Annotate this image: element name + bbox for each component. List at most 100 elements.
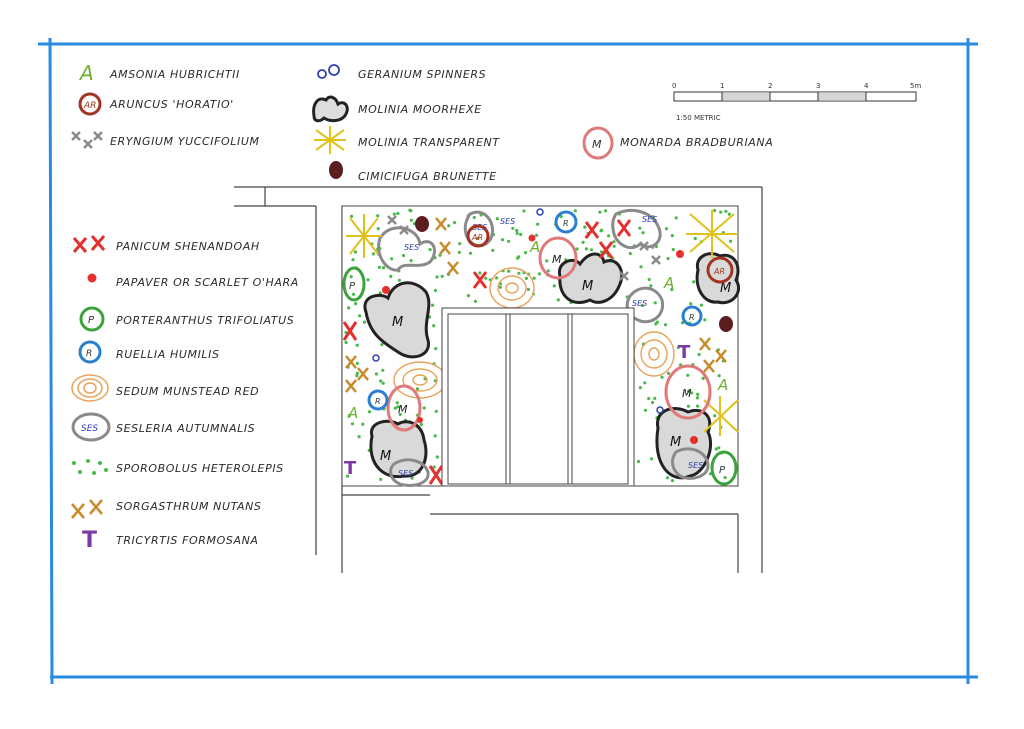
sporobolus-dot <box>664 227 669 231</box>
sporobolus-dot <box>466 294 471 298</box>
sporobolus-dot <box>670 479 675 483</box>
sporobolus-dot <box>484 276 488 280</box>
sporobolus-dot <box>524 276 529 280</box>
sporobolus-dot <box>729 239 733 243</box>
sporobolus-dot <box>472 215 476 220</box>
sporobolus-dot <box>434 409 438 413</box>
sheet-frame <box>38 37 978 685</box>
tricyrtis-plants: TT <box>344 342 691 479</box>
scale-bar: 0 1 2 3 4 5m 1:50 METRIC <box>672 82 921 122</box>
sporobolus-dot <box>422 406 426 410</box>
sporobolus-dot <box>515 231 519 235</box>
sporobolus-dot <box>714 447 718 451</box>
sporobolus-dot <box>660 375 664 379</box>
sporobolus-dot <box>647 396 651 401</box>
sporobolus-dot <box>353 250 358 254</box>
sporobolus-dot <box>546 269 550 273</box>
svg-text:SES: SES <box>642 215 657 224</box>
sporobolus-dot <box>639 265 643 269</box>
sporobolus-dot <box>713 414 717 418</box>
sporobolus-dot <box>347 306 351 310</box>
svg-text:P: P <box>88 315 95 326</box>
sporobolus-dot <box>653 301 657 305</box>
sporobolus-dot <box>517 271 521 275</box>
sporobolus-dot <box>604 209 608 213</box>
sporobolus-dot <box>686 404 691 408</box>
sporobolus-dot <box>724 209 728 213</box>
papaver-plants <box>382 234 698 444</box>
legend-amsonia: AMSONIA HUBRICHTII <box>109 68 240 81</box>
monarda-plants: M M M <box>386 236 712 432</box>
sporobolus-dot <box>371 252 375 256</box>
sporobolus-dot <box>556 298 560 302</box>
monarda-symbol-icon: M <box>582 126 614 160</box>
sorghastrum-plants <box>345 217 727 393</box>
sporobolus-dot <box>607 234 611 238</box>
sporobolus-dot <box>584 247 589 251</box>
svg-text:M: M <box>592 138 602 151</box>
sporobolus-dot <box>389 274 393 278</box>
svg-text:AR: AR <box>713 267 725 276</box>
legend-tricyrtis: TRICYRTIS FORMOSANA <box>116 534 259 547</box>
sporobolus-dot <box>473 299 477 303</box>
ruellia-plants <box>367 210 703 411</box>
sporobolus-dot <box>552 284 556 288</box>
sporobolus-dot <box>349 214 354 218</box>
sporobolus-dot <box>641 231 645 235</box>
aruncus-plants: AR AR <box>466 224 734 284</box>
sporobolus-symbol-icon <box>72 459 108 475</box>
sporobolus-dot <box>478 271 482 275</box>
molinia-moorhexe-symbol-icon <box>312 95 349 123</box>
sporobolus-dot <box>589 248 594 252</box>
aruncus-symbol-icon: AR <box>78 92 102 116</box>
sporobolus-dot <box>643 408 648 412</box>
molinia-moorhexe-labels: MM MMM <box>380 279 731 464</box>
sporobolus-dot <box>689 302 693 306</box>
sporobolus-dot <box>671 248 675 252</box>
scale-tick-5: 5m <box>910 82 921 90</box>
svg-text:M: M <box>398 403 408 416</box>
sporobolus-dot <box>666 371 671 375</box>
sporobolus-dot <box>355 361 359 365</box>
sporobolus-dot <box>636 459 641 464</box>
sporobolus-dot <box>536 222 540 226</box>
svg-text:SES: SES <box>81 424 98 434</box>
sporobolus-dot <box>398 412 402 417</box>
sporobolus-dot <box>699 303 704 307</box>
sporobolus-dot <box>516 256 520 260</box>
cimicifuga-symbol-icon <box>329 161 343 179</box>
sporobolus-dot <box>432 465 436 469</box>
sporobolus-dot <box>367 410 372 414</box>
sporobolus-dot <box>663 323 668 327</box>
sporobolus-dot <box>727 212 731 216</box>
sporobolus-dot <box>347 414 351 418</box>
scale-tick-0: 0 <box>672 82 676 90</box>
sporobolus-dot <box>381 381 385 385</box>
sporobolus-dot <box>433 288 437 293</box>
sporobolus-dot <box>522 209 526 213</box>
sporobolus-dot <box>434 347 438 351</box>
sesleria-plants <box>377 209 710 487</box>
panicum-symbol-icon <box>72 235 106 253</box>
svg-text:T: T <box>344 458 357 479</box>
sporobolus-dot <box>643 381 647 385</box>
sporobolus-dot <box>535 233 539 237</box>
sporobolus-dot <box>409 259 413 263</box>
legend-left: PANICUM SHENANDOAH PAPAVER OR SCARLET O'… <box>71 235 298 553</box>
sporobolus-dot <box>649 284 653 288</box>
sporobolus-dot <box>670 234 674 238</box>
sporobolus-dot <box>428 248 432 252</box>
sporobolus-dot <box>355 371 359 375</box>
sporobolus-dot <box>409 209 413 213</box>
svg-text:A: A <box>529 238 540 256</box>
eryngium-symbol-icon <box>71 131 103 149</box>
sporobolus-dot <box>390 257 394 261</box>
legend-molinia-transparent: MOLINIA TRANSPARENT <box>358 136 500 149</box>
svg-text:T: T <box>678 342 691 363</box>
svg-text:AR: AR <box>83 101 96 111</box>
sporobolus-dot <box>676 345 680 349</box>
svg-text:M: M <box>552 253 562 266</box>
sporobolus-dot <box>380 343 384 347</box>
sporobolus-dot <box>583 225 587 229</box>
